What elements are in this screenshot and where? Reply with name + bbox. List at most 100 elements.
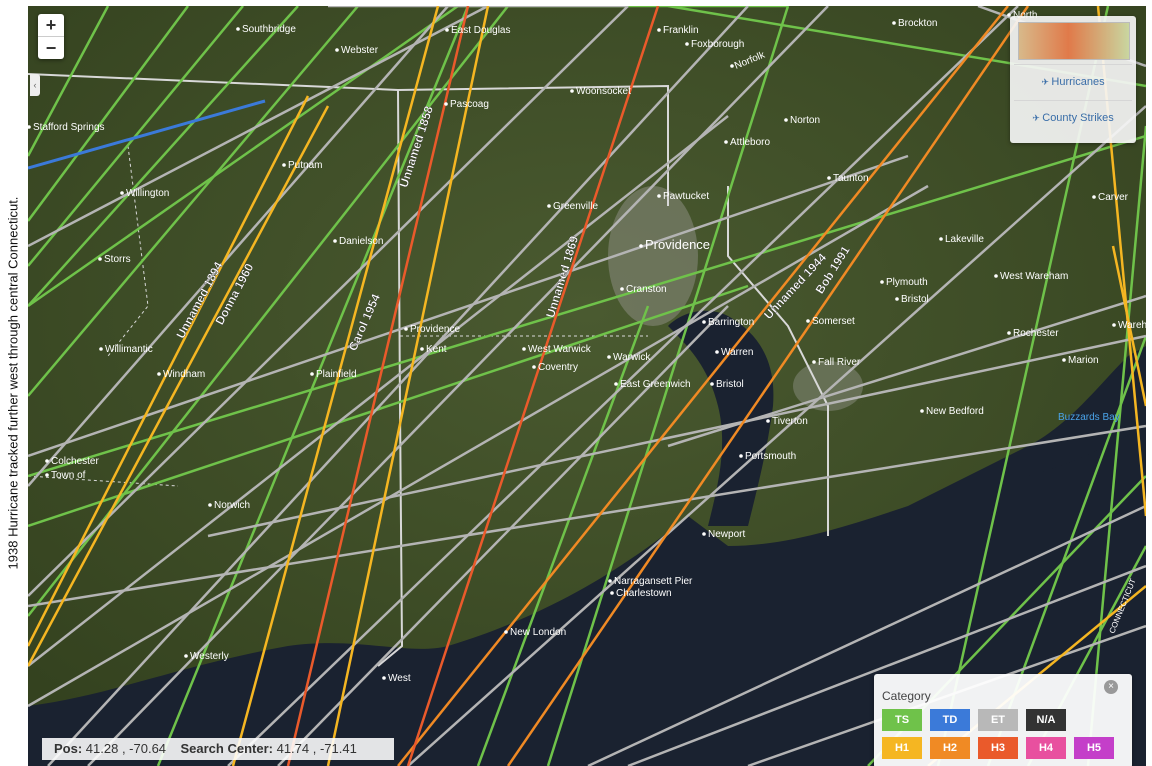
basemap-thumbnail[interactable] <box>1018 22 1130 60</box>
state-border-ri-ma <box>727 186 829 536</box>
hurricane-track-et[interactable] <box>587 504 1146 766</box>
place-label: Barrington <box>708 317 754 328</box>
hurricane-track-et[interactable] <box>407 105 1146 766</box>
collapse-panel-tab[interactable]: ‹ <box>30 74 40 96</box>
hurricane-track-ts[interactable] <box>28 6 244 267</box>
hurricane-track-h2[interactable] <box>397 6 1009 766</box>
hurricane-track-ts[interactable] <box>28 6 359 397</box>
place-label: Somerset <box>812 316 855 327</box>
county-strikes-layer-button[interactable]: ✈ County Strikes <box>1014 100 1132 135</box>
place-dot <box>445 28 449 32</box>
place-label: Storrs <box>104 254 131 265</box>
place-label: Southbridge <box>242 24 296 35</box>
zoom-out-button[interactable]: − <box>38 36 64 59</box>
hurricane-track-et[interactable] <box>28 6 629 597</box>
hurricane-track-h1[interactable] <box>28 95 310 647</box>
place-label: Wareham <box>1118 320 1146 331</box>
hurricane-track-et[interactable] <box>667 294 1146 448</box>
pos-value: 41.28 , -70.64 <box>85 741 167 756</box>
hurricane-track-et[interactable] <box>627 564 1146 766</box>
hurricane-track-h3[interactable] <box>406 6 660 766</box>
legend-na[interactable]: N/A <box>1026 709 1066 731</box>
hurricane-track-ts[interactable] <box>28 6 459 308</box>
hurricane-track-h1[interactable] <box>231 6 440 766</box>
hurricane-track-ts[interactable] <box>28 6 299 307</box>
hurricanes-layer-button[interactable]: ✈ Hurricanes <box>1014 64 1132 99</box>
place-dot <box>28 125 31 129</box>
hurricane-track-ts[interactable] <box>1086 125 1146 766</box>
place-dot <box>1112 323 1116 327</box>
place-dot <box>939 237 943 241</box>
place-dot <box>895 297 899 301</box>
place-dot <box>806 319 810 323</box>
place-label: Narragansett Pier <box>614 576 693 587</box>
place-dot <box>994 274 998 278</box>
legend-h3[interactable]: H3 <box>978 737 1018 759</box>
place-dot <box>610 591 614 595</box>
place-label: Pawtucket <box>663 191 709 202</box>
legend-et[interactable]: ET <box>978 709 1018 731</box>
legend-ts[interactable]: TS <box>882 709 922 731</box>
place-label: Plymouth <box>886 277 928 288</box>
hurricane-track-ts[interactable] <box>28 134 1146 478</box>
place-dot <box>608 579 612 583</box>
pos-label: Pos: <box>54 741 83 756</box>
side-caption: 1938 Hurricane tracked further west thro… <box>0 0 26 766</box>
place-label: Town of <box>51 470 86 481</box>
hurricane-track-et[interactable] <box>28 154 909 458</box>
hurricane-track-ts[interactable] <box>28 284 749 528</box>
hurricane-track-et[interactable] <box>207 334 1146 538</box>
place-label: East Greenwich <box>620 379 691 390</box>
place-label: Portsmouth <box>745 451 796 462</box>
hurricane-track-et[interactable] <box>87 6 829 766</box>
hurricanes-label: Hurricanes <box>1051 76 1105 88</box>
place-dot <box>1062 358 1066 362</box>
hurricane-track-et[interactable] <box>28 184 929 708</box>
hurricane-track-ts[interactable] <box>476 305 650 766</box>
place-dot <box>739 454 743 458</box>
hurricane-track-et[interactable] <box>28 424 1146 608</box>
close-icon[interactable]: × <box>1104 680 1118 694</box>
zoom-in-button[interactable]: + <box>45 15 57 35</box>
hurricane-track-ts[interactable] <box>28 6 110 157</box>
place-label: Greenville <box>553 201 598 212</box>
place-label: Putnam <box>288 160 322 171</box>
place-label: Willington <box>126 188 169 199</box>
place-label: Cranston <box>626 284 667 295</box>
narragansett-bay <box>668 310 774 526</box>
place-dot <box>620 287 624 291</box>
place-dot <box>547 204 551 208</box>
zoom-control: + − <box>38 14 64 59</box>
hurricane-track-h1[interactable] <box>28 105 330 667</box>
hurricane-track-ts[interactable] <box>546 6 790 766</box>
hurricane-track-et[interactable] <box>28 6 449 487</box>
legend-h2[interactable]: H2 <box>930 737 970 759</box>
hurricane-track-h1[interactable] <box>1111 245 1146 407</box>
hurricane-track-et[interactable] <box>227 6 1019 766</box>
place-label: Buzzards Bay <box>1058 412 1120 423</box>
hurricane-track-et[interactable] <box>277 305 729 766</box>
legend-h1[interactable]: H1 <box>882 737 922 759</box>
hurricane-track-h1[interactable] <box>326 6 490 766</box>
place-dot <box>236 27 240 31</box>
legend-h5[interactable]: H5 <box>1074 737 1114 759</box>
place-dot <box>614 382 618 386</box>
legend-h4[interactable]: H4 <box>1026 737 1066 759</box>
hurricane-track-et[interactable] <box>28 6 489 248</box>
place-dot <box>1092 195 1096 199</box>
place-dot <box>715 350 719 354</box>
place-label: Plainfield <box>316 369 357 380</box>
hurricane-track-et[interactable] <box>47 6 749 766</box>
hurricane-track-td[interactable] <box>28 99 266 170</box>
hurricane-track-h2[interactable] <box>506 6 1030 766</box>
position-bar: Pos: 41.28 , -70.64 Search Center: 41.74… <box>42 738 394 760</box>
legend-td[interactable]: TD <box>930 709 970 731</box>
place-dot <box>45 473 49 477</box>
place-label: Newport <box>708 529 745 540</box>
hurricane-track-h3[interactable] <box>286 6 470 766</box>
place-label: Stafford Springs <box>33 122 105 133</box>
layers-panel: ✈ Hurricanes ✈ County Strikes <box>1010 16 1136 143</box>
hurricane-track-ts[interactable] <box>28 6 190 222</box>
